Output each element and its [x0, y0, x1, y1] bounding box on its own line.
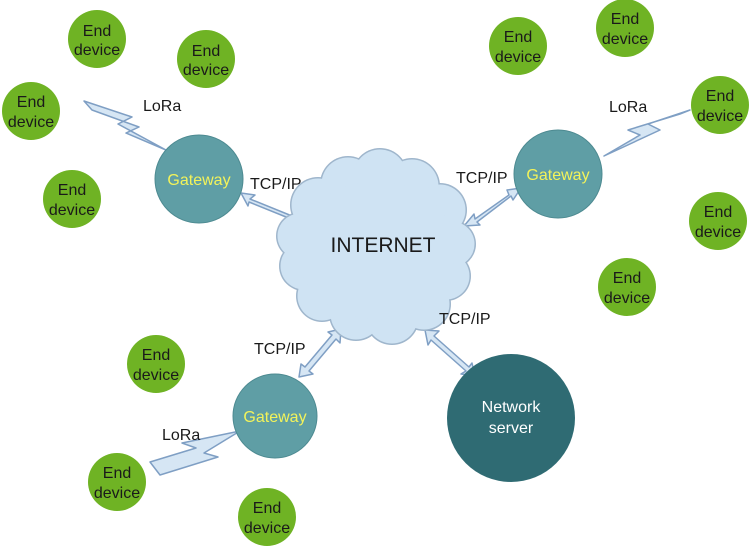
end-device-label-line1: End [704, 204, 732, 221]
end-device-label-line2: device [49, 202, 95, 219]
lora-label-bottom-left: LoRa [162, 427, 200, 444]
end-device-label-line2: device [695, 224, 741, 241]
end-device-label-line1: End [103, 465, 131, 482]
tcpip-link-server [424, 329, 476, 377]
end-device-label-line1: End [17, 94, 45, 111]
lora-label-top-right: LoRa [609, 99, 647, 116]
end-device-label-line2: device [604, 290, 650, 307]
gateway-label: Gateway [243, 409, 306, 426]
end-device-label-line2: device [183, 62, 229, 79]
tcpip-label-server: TCP/IP [439, 311, 491, 328]
end-device-label-line2: device [244, 520, 290, 537]
internet-cloud: INTERNET [276, 148, 476, 345]
end-device: End device [127, 335, 185, 393]
end-device: End device [691, 76, 749, 134]
end-device-label-line1: End [706, 88, 734, 105]
tcpip-label-top-left: TCP/IP [250, 176, 302, 193]
end-device-label-line2: device [94, 485, 140, 502]
lora-label-top-left: LoRa [143, 98, 181, 115]
end-device-label-line1: End [611, 11, 639, 28]
gateway-top-right: Gateway [513, 129, 603, 219]
tcpip-link-top-right [463, 187, 522, 227]
network-server-label-line2: server [489, 420, 534, 437]
lora-link-bottom-left [149, 430, 241, 476]
gateway-label: Gateway [526, 167, 589, 184]
network-server: Network server [447, 354, 575, 482]
end-device-label-line2: device [133, 367, 179, 384]
end-device-label-line1: End [142, 347, 170, 364]
end-device: End device [689, 192, 747, 250]
network-server-label-line1: Network [482, 399, 542, 416]
end-device: End device [177, 30, 235, 88]
end-device: End device [68, 10, 126, 68]
lora-link-top-right [603, 109, 691, 157]
end-device-label-line1: End [504, 29, 532, 46]
end-device-label-line1: End [192, 43, 220, 60]
gateway-bottom-left: Gateway [232, 373, 318, 459]
gateway-label: Gateway [167, 172, 230, 189]
end-device-label-line2: device [74, 42, 120, 59]
end-device-label-line2: device [697, 108, 743, 125]
end-device: End device [43, 170, 101, 228]
end-device: End device [596, 0, 654, 57]
end-device: End device [598, 258, 656, 316]
tcpip-label-top-right: TCP/IP [456, 170, 508, 187]
end-device-label-line1: End [58, 182, 86, 199]
end-device: End device [2, 82, 60, 140]
end-device-label-line1: End [613, 270, 641, 287]
end-device-label-line2: device [8, 114, 54, 131]
end-device: End device [88, 453, 146, 511]
internet-label: INTERNET [331, 234, 436, 257]
lora-link-top-left [83, 100, 167, 151]
end-device-label-line2: device [495, 49, 541, 66]
gateway-top-left: Gateway [154, 134, 244, 224]
tcpip-label-bottom-left: TCP/IP [254, 341, 306, 358]
end-device-label-line1: End [83, 23, 111, 40]
end-device: End device [489, 17, 547, 75]
end-device: End device [238, 488, 296, 546]
end-device-label-line1: End [253, 500, 281, 517]
tcpip-link-bottom-left [298, 328, 342, 378]
end-device-label-line2: device [602, 31, 648, 48]
